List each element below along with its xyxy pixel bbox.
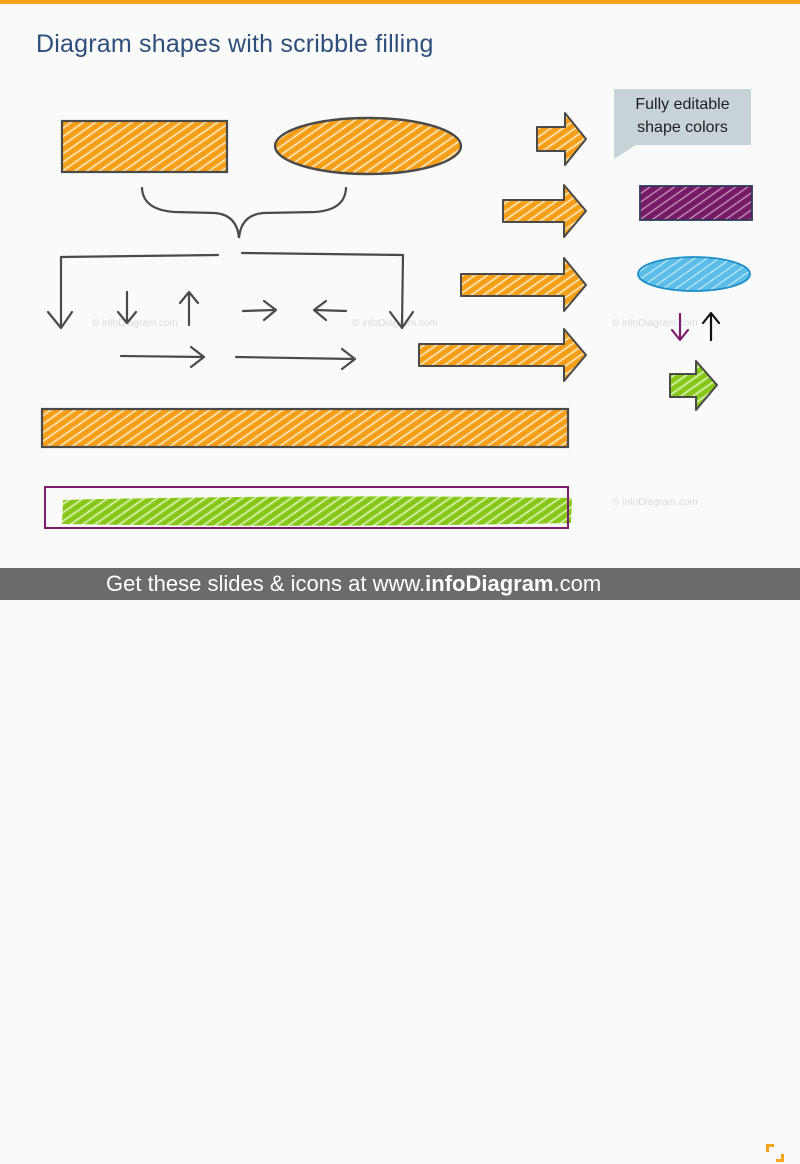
purple-scribble-rectangle (639, 185, 753, 221)
blue-scribble-ellipse (637, 256, 751, 292)
callout-note: Fully editable shape colors (614, 89, 751, 145)
footer-bar: Get these slides & icons at www.infoDiag… (0, 568, 800, 1162)
green-block-arrow (669, 360, 718, 411)
branch-connector (46, 251, 415, 330)
footer-brand: infoDiagram (425, 571, 554, 596)
gray-arrow-right (241, 299, 278, 322)
black-arrow-up (701, 311, 721, 342)
diagram-canvas: © infoDiagram.com © infoDiagram.com © in… (40, 112, 753, 529)
curly-brace (140, 186, 348, 239)
orange-scribble-ellipse (273, 116, 463, 176)
page-title: Diagram shapes with scribble filling (36, 30, 434, 58)
purple-arrow-down (670, 312, 690, 342)
callout-tail (614, 145, 636, 159)
watermark: © infoDiagram.com (92, 318, 178, 329)
top-accent-bar (0, 0, 800, 4)
orange-block-arrow (536, 112, 587, 166)
orange-block-arrow (502, 184, 587, 238)
corner-logo-icon (766, 1144, 784, 1162)
watermark: © infoDiagram.com (352, 318, 438, 329)
watermark: © infoDiagram.com (612, 318, 698, 329)
callout-line: shape colors (637, 119, 728, 136)
orange-scribble-rectangle (60, 119, 229, 174)
footer-prefix: Get these slides & icons at www. (106, 571, 426, 596)
gray-arrow-up (178, 290, 200, 327)
gray-long-arrow-right (234, 347, 357, 371)
orange-block-arrow (460, 257, 587, 312)
gray-long-arrow-right (119, 345, 206, 369)
gray-arrow-left (312, 299, 348, 322)
green-scribble-bar (44, 486, 572, 529)
orange-block-arrow (418, 328, 587, 382)
footer-text[interactable]: Get these slides & icons at www.infoDiag… (106, 568, 601, 600)
watermark: © infoDiagram.com (612, 497, 698, 508)
orange-scribble-bar (40, 407, 570, 449)
gray-arrow-down (116, 290, 138, 325)
callout-line: Fully editable (635, 96, 730, 113)
footer-suffix: .com (553, 571, 602, 596)
